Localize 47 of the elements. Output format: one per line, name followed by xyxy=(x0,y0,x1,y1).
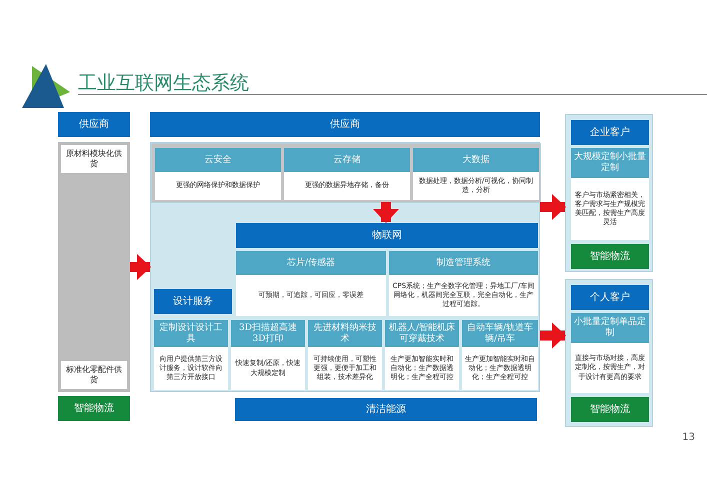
info-card xyxy=(571,313,649,393)
header-bar: 物联网 xyxy=(236,223,538,248)
block-arrow xyxy=(130,254,151,280)
group-band xyxy=(151,143,541,203)
info-card xyxy=(413,148,539,200)
header-bar: 供应商 xyxy=(58,112,130,137)
info-card xyxy=(308,320,382,390)
page-title: 工业互联网生态系统 xyxy=(78,71,249,96)
info-card xyxy=(155,148,281,200)
info-card xyxy=(284,148,410,200)
info-card xyxy=(462,320,538,390)
card-heading: 芯片/传感器 xyxy=(236,251,386,275)
info-card xyxy=(389,251,538,316)
info-card xyxy=(154,320,228,390)
card-heading: 先进材料纳米技术 xyxy=(308,320,382,347)
card-heading: 定制设计设计工具 xyxy=(154,320,228,347)
label-box: 标准化零配件供货 xyxy=(61,361,127,389)
group-panel xyxy=(565,114,653,272)
group-panel xyxy=(565,279,653,427)
card-heading: 机器人/智能机床可穿戴技术 xyxy=(385,320,459,347)
card-heading: 自动车辆/轨道车辆/吊车 xyxy=(462,320,538,347)
card-heading: 大数据 xyxy=(413,148,539,172)
block-arrow xyxy=(373,202,399,223)
header-bar: 个人客户 xyxy=(571,285,649,310)
card-heading: 3D扫描超高速3D打印 xyxy=(231,320,305,347)
page-number: 13 xyxy=(682,432,695,443)
card-heading: 大规模定制小批量定制 xyxy=(571,148,649,178)
block-arrow xyxy=(540,194,566,220)
header-bar: 企业客户 xyxy=(571,120,649,145)
header-bar: 清洁能源 xyxy=(235,398,537,421)
logistics-bar: 智能物流 xyxy=(571,244,649,269)
info-card xyxy=(385,320,459,390)
info-card xyxy=(231,320,305,390)
card-heading: 小批量定制单品定制 xyxy=(571,313,649,343)
column-panel xyxy=(58,142,130,392)
header-bar: 供应商 xyxy=(150,112,540,137)
card-heading: 云存储 xyxy=(284,148,410,172)
logistics-bar: 智能物流 xyxy=(571,397,649,422)
info-card xyxy=(571,148,649,240)
block-arrow xyxy=(540,322,566,348)
card-heading: 制造管理系统 xyxy=(389,251,538,275)
group-panel xyxy=(150,142,540,392)
label-box: 原材料模块化供货 xyxy=(61,145,127,173)
header-bar: 设计服务 xyxy=(154,289,232,314)
logistics-bar: 智能物流 xyxy=(58,396,130,421)
card-heading: 云安全 xyxy=(155,148,281,172)
info-card xyxy=(236,251,386,316)
